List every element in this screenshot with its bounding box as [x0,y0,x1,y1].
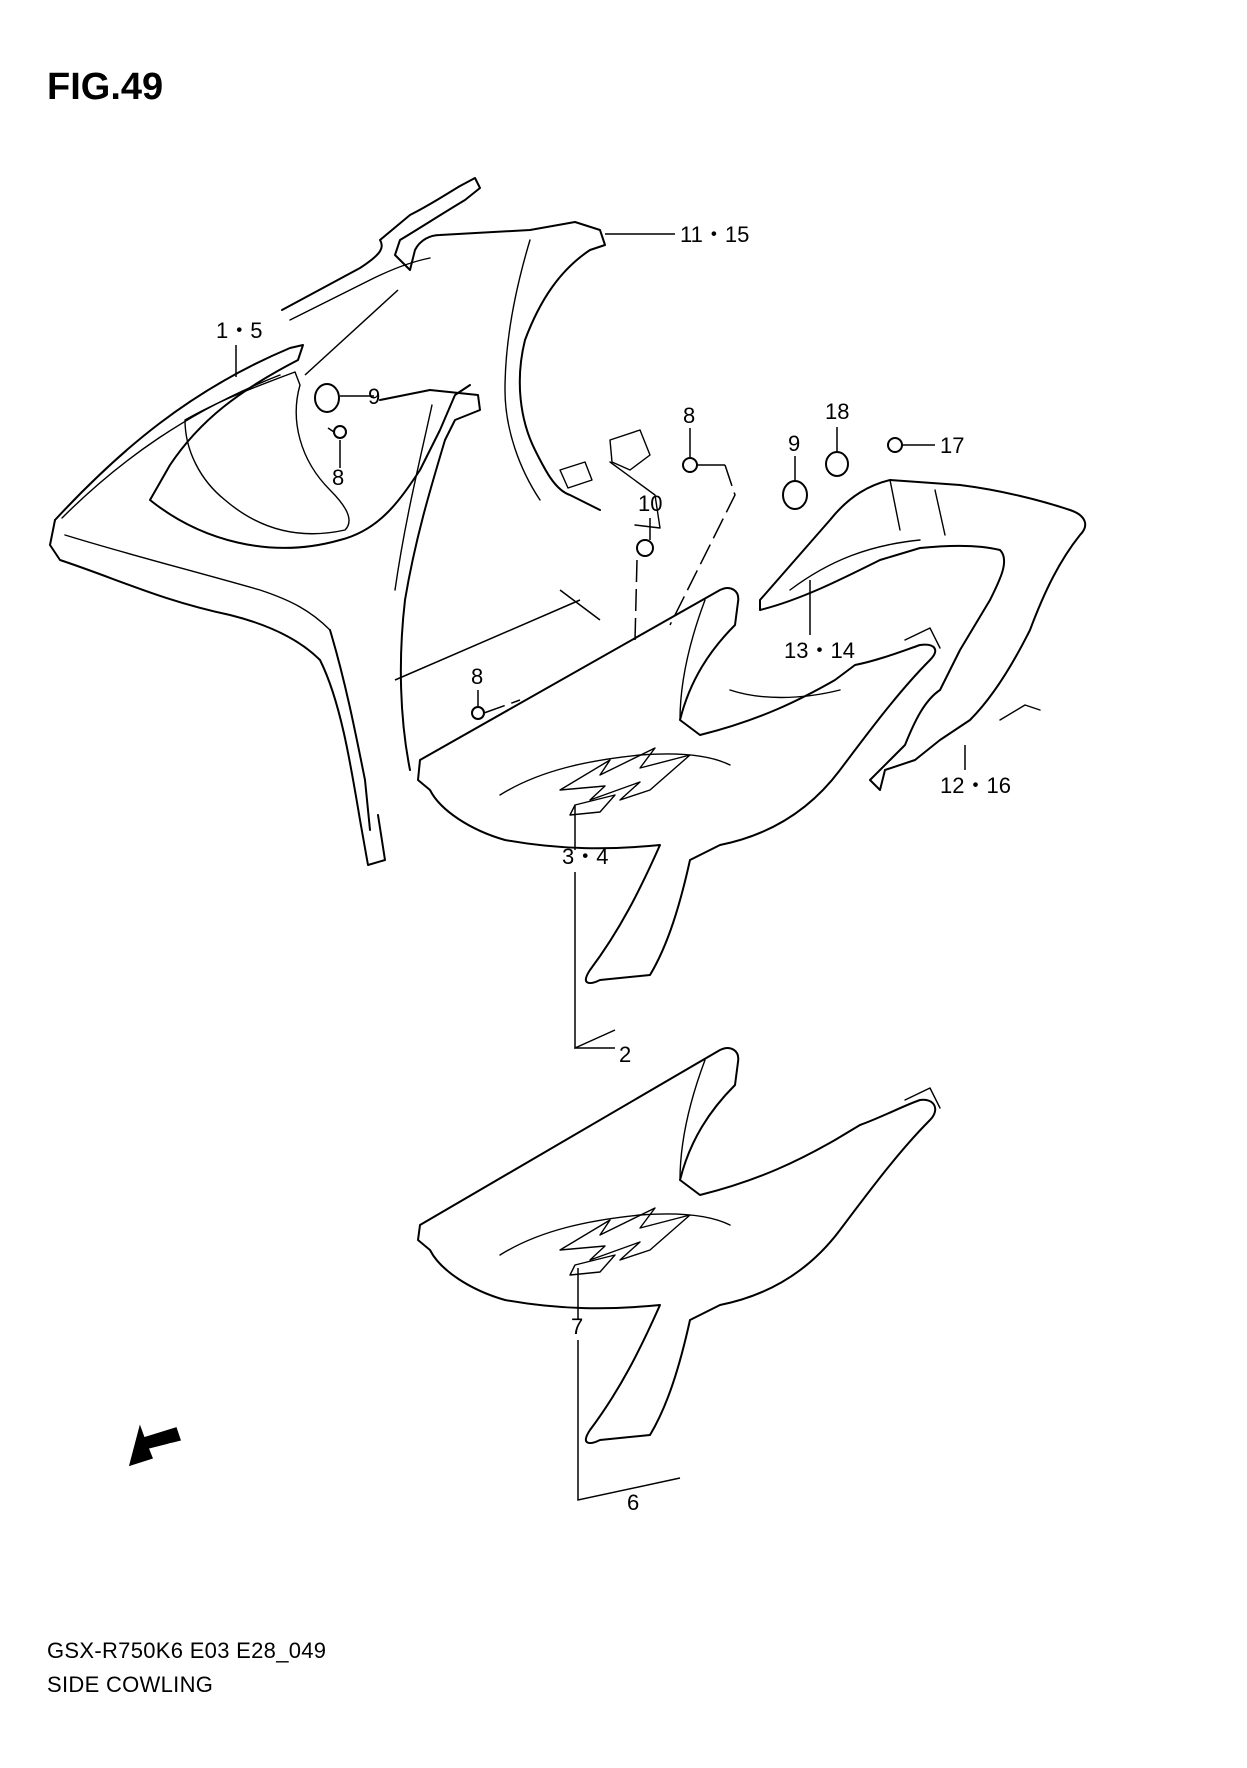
callout-8-left: 8 [332,465,344,490]
callout-3-4: 3・4 [562,844,608,869]
leader-lines [235,233,966,1501]
bolt-8-top [682,457,698,473]
model-code: GSX-R750K6 E03 E28_049 [47,1638,327,1663]
callout-10: 10 [638,491,662,516]
grommet-9-right [782,480,808,510]
callout-2: 2 [619,1042,631,1067]
callout-9-right: 9 [788,431,800,456]
bolt-8-mid [471,706,485,720]
callout-6: 6 [627,1490,639,1515]
callout-17: 17 [940,433,964,458]
middle-side-panel [417,587,941,984]
forward-direction-arrow: FWD [128,1424,181,1467]
grommet-9-left [314,383,340,413]
callout-12-16: 12・16 [940,773,1011,798]
section-name: SIDE COWLING [47,1672,214,1697]
callout-11-15: 11・15 [680,222,749,247]
callout-18: 18 [825,399,849,424]
callout-1-5: 1・5 [216,318,262,343]
callout-7: 7 [571,1314,583,1339]
bolt-8-left [333,425,347,439]
callout-13-14: 13・14 [784,638,855,663]
callout-labels: 11・15 1・5 9 8 8 10 9 18 17 13・14 8 12・16… [216,222,1011,1515]
figure-title: FIG.49 [47,66,164,108]
bolt-10 [636,539,654,557]
callout-8-mid: 8 [471,664,483,689]
lower-side-panel [417,1047,941,1444]
bolt-17 [887,437,903,453]
callout-9-left: 9 [368,384,380,409]
nut-18 [825,451,849,477]
upper-cowling-outline [49,177,661,866]
hardware [314,383,903,720]
rear-side-cowl [759,479,1087,791]
callout-8-top: 8 [683,403,695,428]
